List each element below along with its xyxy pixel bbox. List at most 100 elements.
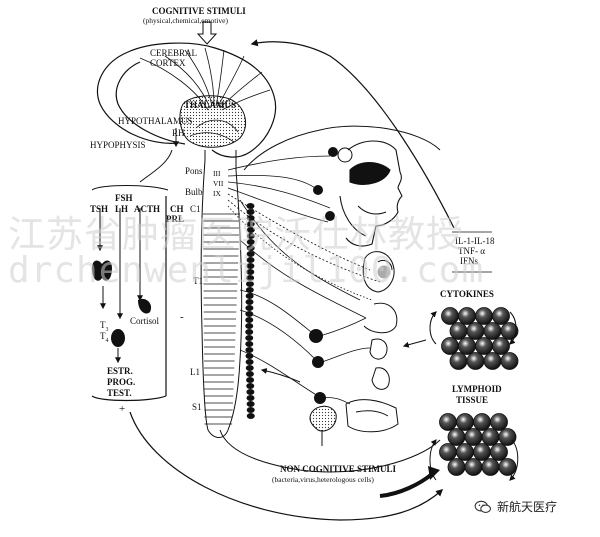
chain-ganglion [245, 299, 254, 305]
ganglia [313, 147, 353, 221]
lymphocyte-cell [439, 413, 457, 431]
chain-ganglion [246, 203, 255, 209]
tissue-label: TISSUE [456, 395, 489, 405]
thalamus-shape [179, 95, 247, 148]
chain-ganglion [245, 371, 254, 377]
chain-ganglion [246, 413, 255, 419]
fsh-label: FSH [115, 193, 133, 203]
hypothalamus-label: HYPOTHALAMUS [118, 116, 193, 126]
lymphocyte-cell [456, 413, 474, 431]
noncognitive-stimuli-subtitle: (bacteria,virus,heterologous cells) [272, 475, 374, 484]
lymphocyte-cell [475, 307, 493, 325]
spinal-efferents [239, 199, 371, 405]
lymphocyte-cell [441, 307, 459, 325]
cytokine-feedback-arrow [250, 39, 455, 229]
lymphocyte-cell [490, 413, 508, 431]
adrenal-gland [138, 298, 152, 314]
chain-ganglion [246, 221, 255, 227]
chain-ganglion [246, 401, 255, 407]
lymphocyte-cell [490, 443, 508, 461]
pituitary-hormone-arrows [91, 185, 169, 320]
lymphoid-afferent-arrows [260, 339, 427, 383]
cognitive-arrow [196, 21, 218, 45]
chain-ganglion [246, 395, 255, 401]
acth-label: ACTH [134, 204, 161, 214]
lymphocyte-cell [473, 413, 491, 431]
t1-label: T1 [193, 276, 203, 286]
chain-ganglion [245, 365, 254, 371]
lh-label: LH [115, 204, 129, 214]
watermark-url: drchenwenlijil100.com [8, 250, 485, 291]
plus-sign: + [119, 403, 126, 415]
chain-ganglion [246, 263, 255, 269]
lymphoid-label: LYMPHOID [452, 384, 502, 394]
chain-ganglion [246, 407, 255, 413]
chain-ganglion [246, 239, 255, 245]
chain-ganglion [246, 245, 255, 251]
lymphocyte-cell [481, 428, 500, 446]
cytokine-list-2: TNF- α [458, 246, 485, 256]
brand-tag: 新航天医疗 [474, 498, 557, 515]
chain-ganglion [245, 281, 254, 287]
prog-label: PROG. [107, 377, 136, 387]
lymphocyte-cell [458, 307, 476, 325]
cranial-nerve-vii-label: VII [213, 179, 224, 188]
lymphocyte-cell [466, 352, 485, 370]
feedback-lines [91, 196, 167, 402]
lymphocyte-cell [500, 352, 519, 370]
chain-ganglion [246, 383, 255, 389]
cerebral-label: CEREBRAL [150, 48, 198, 58]
cognitive-stimuli-subtitle: (physical,chemical,emotive) [143, 16, 228, 25]
cortex-label: CORTEX [150, 58, 186, 68]
brand-name: 新航天医疗 [497, 500, 558, 514]
t4-label: T4 [100, 331, 109, 344]
rh-label: RH [172, 128, 185, 138]
lymphoid-cells-cytokines [441, 307, 519, 370]
chain-ganglion [246, 275, 255, 281]
gonad [111, 329, 125, 347]
lymphocyte-cell [475, 337, 493, 355]
cognitive-stimuli-title: COGNITIVE STIMULI [152, 6, 246, 16]
prl-label: PRL [166, 214, 184, 224]
test-label: TEST. [107, 388, 132, 398]
heart-lungs [362, 251, 395, 293]
cranial-nerve-iii-label: III [213, 169, 221, 178]
chain-ganglion [246, 209, 255, 215]
thyroid-gland [92, 260, 112, 281]
chain-ganglion [245, 335, 254, 341]
cytokine-list-1: IL-1-IL-18 [455, 236, 495, 246]
lymphocyte-cell [492, 307, 510, 325]
lymphocyte-cell [449, 352, 468, 370]
lymphocyte-cell [464, 428, 483, 446]
thalamus-label: THALAMUS [184, 100, 237, 110]
chain-ganglion [246, 269, 255, 275]
lymphocyte-cell [439, 443, 457, 461]
s1-label: S1 [192, 402, 202, 412]
lymphocyte-cell [466, 322, 485, 340]
chain-ganglion [245, 317, 254, 323]
brain-outline [96, 42, 277, 158]
lymphocyte-cell [441, 337, 459, 355]
chain-ganglion [246, 257, 255, 263]
lymphocyte-cell [473, 443, 491, 461]
lymphocyte-cell [449, 322, 468, 340]
t3-label: T3 [100, 320, 109, 333]
sympathetic-chain [245, 203, 255, 419]
chain-ganglion [245, 329, 254, 335]
cytokine-list-box [452, 231, 492, 273]
spinal-segments [203, 213, 240, 425]
body-loop [219, 125, 441, 473]
hormone-to-lymphoid-arrow [129, 411, 444, 521]
cytokines-label: CYTOKINES [440, 289, 494, 299]
chain-ganglion [245, 347, 254, 353]
chain-ganglion [245, 341, 254, 347]
lymphocyte-cell [447, 428, 466, 446]
lymphoid-circulation-arrows [429, 311, 519, 481]
cortisol-label: Cortisol [130, 316, 160, 326]
lymphocyte-cell [498, 458, 517, 476]
chain-ganglion [246, 377, 255, 383]
chain-ganglion [246, 389, 255, 395]
ch-label: CH [170, 204, 184, 214]
minus-sign: - [180, 311, 184, 323]
